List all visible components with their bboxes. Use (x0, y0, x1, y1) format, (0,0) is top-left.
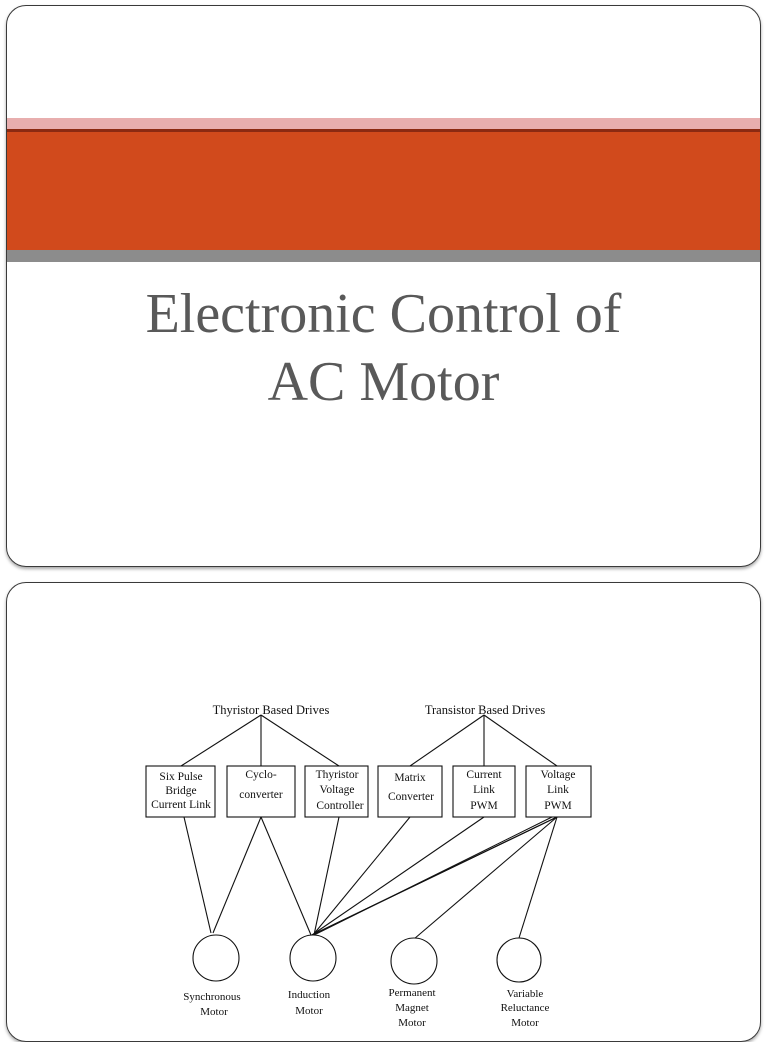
motor-circle (496, 937, 542, 983)
motor-circle (192, 934, 240, 982)
link-matrix-induction (312, 816, 411, 936)
converter-box-thyristor-voltage: Thyristor Voltage Controller (304, 765, 369, 818)
motor-label: Synchronous (183, 991, 240, 1003)
transistor-group-label: Transistor Based Drives (425, 703, 546, 717)
motor-label: Motor (511, 1017, 539, 1029)
converter-label: Voltage (541, 769, 576, 781)
converter-label: Current (466, 769, 502, 781)
converter-box-current-link-pwm: Current Link PWM (452, 765, 516, 818)
accent-band-gray (7, 250, 760, 262)
thyristor-group-label: Thyristor Based Drives (213, 703, 330, 717)
accent-band-line (7, 129, 760, 132)
converter-box-matrix: Matrix Converter (377, 765, 443, 818)
converter-box-voltage-link-pwm: Voltage Link PWM (525, 765, 592, 818)
accent-band-light (7, 118, 760, 129)
motor-label: Magnet (395, 1002, 429, 1014)
motor-label: Motor (295, 1005, 323, 1017)
title-slide: Electronic Control of AC Motor (6, 5, 761, 567)
motor-induction: Induction Motor (288, 934, 337, 1017)
motor-label: Induction (288, 989, 331, 1001)
slide-title: Electronic Control of AC Motor (7, 280, 760, 416)
accent-band-orange (7, 132, 760, 250)
converter-label: Converter (388, 791, 434, 803)
converter-label: Current Link (151, 799, 211, 811)
tree-line-voltage-link (483, 714, 558, 767)
motor-label: Permanent (388, 987, 435, 999)
tree-line-matrix (409, 714, 485, 767)
converter-box-six-pulse: Six Pulse Bridge Current Link (145, 765, 216, 818)
converter-label: Link (547, 784, 569, 796)
converter-label: Thyristor (316, 769, 359, 781)
converter-label: PWM (470, 800, 497, 812)
motor-circle (289, 934, 337, 982)
converter-label: Six Pulse (159, 771, 202, 783)
link-voltage-reluctance (518, 816, 558, 939)
motor-synchronous: Synchronous Motor (183, 934, 241, 1018)
slide-title-line-1: Electronic Control of (145, 283, 622, 345)
motor-label: Reluctance (501, 1002, 550, 1014)
link-cyclo-synchronous (212, 816, 262, 934)
motor-label: Variable (507, 988, 544, 1000)
link-six-pulse-synchronous (183, 816, 212, 934)
link-cyclo-induction (260, 816, 312, 936)
link-thyristor-induction (313, 816, 340, 936)
drive-classification-diagram: Thyristor Based Drives Transistor Based … (145, 703, 592, 1029)
motor-variable-reluctance: Variable Reluctance Motor (496, 937, 550, 1029)
converter-box-cycloconverter: Cyclo- converter (226, 765, 296, 818)
converter-label: converter (239, 789, 283, 801)
converter-label: Cyclo- (245, 769, 276, 781)
converter-label: Matrix (394, 772, 426, 784)
motor-permanent-magnet: Permanent Magnet Motor (388, 937, 438, 1029)
connector-lines (180, 714, 558, 940)
motor-label: Motor (398, 1017, 426, 1029)
motor-label: Motor (200, 1006, 228, 1018)
tree-line-thyristor-voltage (260, 714, 340, 767)
link-voltage-induction-3 (313, 816, 553, 936)
link-current-induction (311, 816, 485, 936)
slide-title-line-2: AC Motor (267, 351, 500, 413)
converter-label: Link (473, 784, 495, 796)
diagram-slide: Thyristor Based Drives Transistor Based … (6, 582, 761, 1042)
converter-label: PWM (544, 800, 571, 812)
link-voltage-permanent (413, 816, 558, 940)
tree-line-six-pulse (180, 714, 262, 767)
converter-label: Voltage (320, 784, 355, 796)
converter-label: Controller (316, 800, 363, 812)
motor-circle (390, 937, 438, 985)
converter-label: Bridge (165, 785, 196, 797)
